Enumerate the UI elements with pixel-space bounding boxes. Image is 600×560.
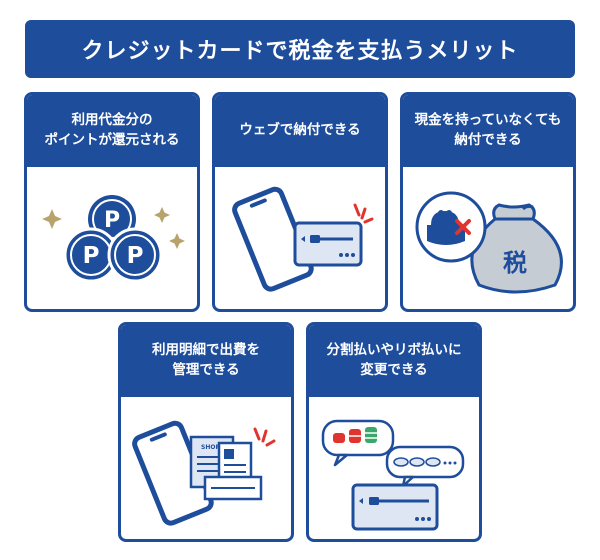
coin-row-icon [393,457,441,467]
smartphone-receipt-icon: SHOP [132,420,276,526]
sparkle-icon [42,209,62,229]
card-label: 現金を持っていなくても 納付できる [414,112,562,148]
merit-card-no-cash: 現金を持っていなくても 納付できる 税 [400,92,576,312]
coin-icon: P [63,227,119,283]
card-label: ウェブで納付できる [239,122,361,139]
coin-icon: P [107,227,163,283]
credit-card-icon [293,221,363,267]
merit-card-statement: 利用明細で出費を 管理できる SHOP [118,322,294,542]
merit-card-web-payment: ウェブで納付できる [212,92,388,312]
tax-bag-icon: 税 [470,203,563,294]
merit-card-installment: 分割払いやリボ払いに 変更できる [306,322,482,542]
smartphone-card-icon [232,186,374,292]
sparkle-icon [169,233,185,249]
card-header: 分割払いやリボ払いに 変更できる [309,325,479,397]
speech-bubble-icon [385,445,465,488]
emphasis-lines-icon [253,427,276,447]
card-illustration [215,167,385,309]
card-header: 利用明細で出費を 管理できる [121,325,291,397]
page-title: クレジットカードで税金を支払うメリット [81,39,519,64]
wallet-tax-bag-icon: 税 [415,191,563,294]
card-illustration: SHOP [121,397,291,539]
point-coins-icon: P P P [42,195,185,283]
card-label: 利用代金分の ポイントが還元される [44,112,180,148]
card-header: 現金を持っていなくても 納付できる [403,95,573,167]
svg-text:P: P [104,208,120,233]
emphasis-lines-icon [353,203,374,224]
card-header: 利用代金分の ポイントが還元される [27,95,197,167]
svg-text:税: 税 [503,249,527,277]
page-title-banner: クレジットカードで税金を支払うメリット [25,20,575,78]
installment-coins-icon [321,419,465,531]
card-illustration: 税 [403,167,573,309]
receipt-icon: SHOP [189,435,263,501]
card-header: ウェブで納付できる [215,95,385,167]
sparkle-icon [154,207,170,223]
cross-mark-icon [455,219,471,235]
svg-text:P: P [127,243,144,269]
credit-card-icon [351,483,439,531]
coin-stacks-icon [333,427,377,443]
card-illustration [309,397,479,539]
svg-text:P: P [83,243,100,269]
card-label: 分割払いやリボ払いに 変更できる [326,342,462,378]
card-illustration: P P P [27,167,197,309]
empty-wallet-icon [415,191,487,263]
svg-text:SHOP: SHOP [201,444,220,451]
speech-bubble-icon [321,419,395,467]
card-label: 利用明細で出費を 管理できる [152,342,260,378]
merit-card-points: 利用代金分の ポイントが還元される P P P [24,92,200,312]
